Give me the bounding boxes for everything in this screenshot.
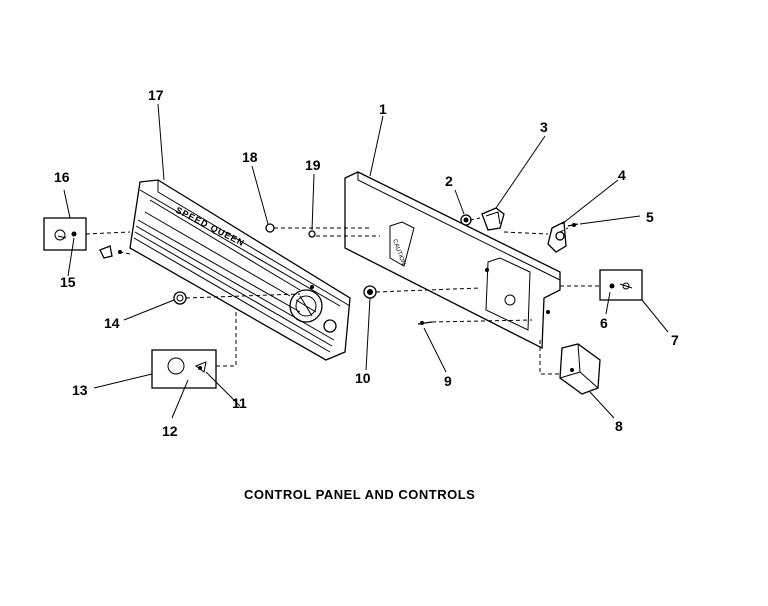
nut-icon (265, 223, 275, 233)
callout-11: 11 (232, 395, 247, 411)
callout-19: 19 (305, 157, 321, 173)
detail-box-7 (599, 269, 643, 301)
screw-icon-lower (417, 321, 433, 325)
callout-12: 12 (162, 423, 178, 439)
callout-9: 9 (444, 373, 452, 389)
callout-8: 8 (615, 418, 623, 434)
callout-2: 2 (445, 173, 453, 189)
knob-icon (363, 285, 377, 299)
callout-13: 13 (72, 382, 88, 398)
knob-shaft-icon (99, 245, 122, 259)
detail-box-16 (43, 217, 87, 251)
callout-15: 15 (60, 274, 76, 290)
grommet-icon (460, 214, 472, 226)
callout-4: 4 (618, 167, 626, 183)
timer-assembly-icon (559, 343, 601, 395)
switch-icon (547, 220, 567, 253)
callout-16: 16 (54, 169, 70, 185)
callout-17: 17 (148, 87, 164, 103)
callout-7: 7 (671, 332, 679, 348)
callout-14: 14 (104, 315, 120, 331)
callout-3: 3 (540, 119, 548, 135)
diagram-title: CONTROL PANEL AND CONTROLS (244, 487, 475, 502)
svg-text:CAUTION: CAUTION (391, 239, 406, 266)
callout-5: 5 (646, 209, 654, 225)
control-panel-backplate-icon: CAUTION (344, 171, 561, 350)
push-button-icon (481, 207, 505, 231)
callout-1: 1 (379, 101, 387, 117)
callout-10: 10 (355, 370, 371, 386)
screw-icon (567, 223, 579, 227)
detail-box-13 (151, 349, 217, 389)
knob-icon-left (173, 291, 187, 305)
washer-icon (308, 230, 316, 238)
callout-6: 6 (600, 315, 608, 331)
callout-18: 18 (242, 149, 258, 165)
control-panel-front-bezel-icon: SPEED QUEEN (129, 179, 351, 361)
